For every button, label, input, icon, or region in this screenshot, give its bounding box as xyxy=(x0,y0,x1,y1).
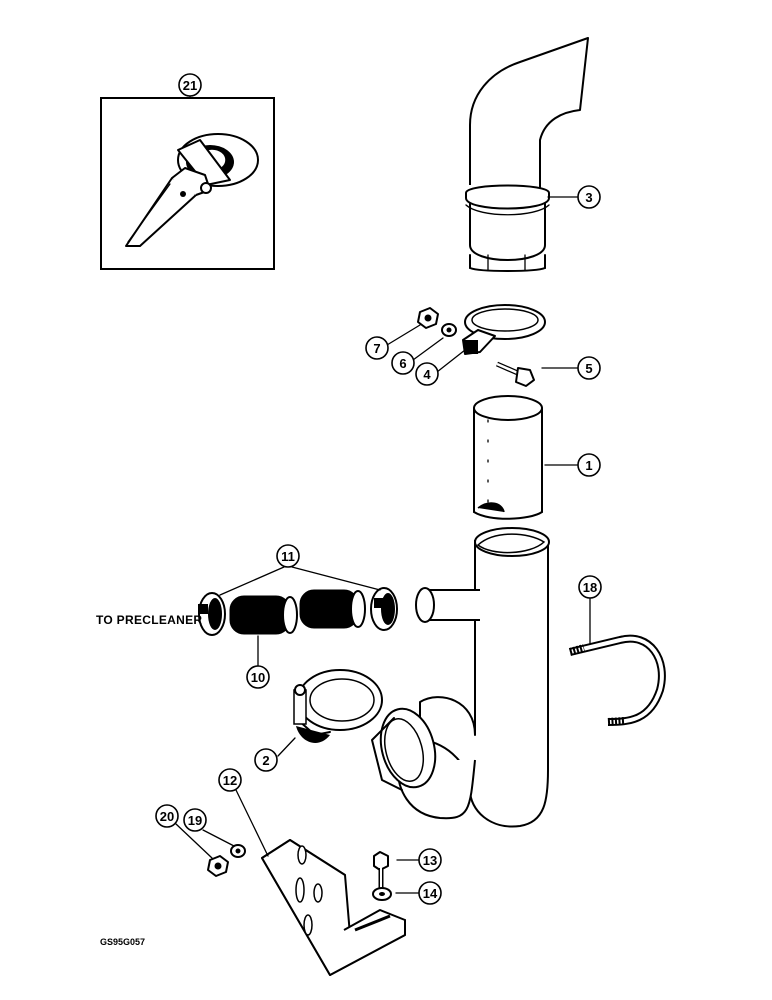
band-clamp-4 xyxy=(462,304,546,355)
washer-14 xyxy=(372,887,392,901)
callout-5-text: 5 xyxy=(585,361,592,376)
callout-11: 11 xyxy=(276,544,300,568)
callout-18-text: 18 xyxy=(583,580,597,595)
callout-1: 1 xyxy=(577,453,601,477)
callout-19-text: 19 xyxy=(188,813,202,828)
callout-20-text: 20 xyxy=(160,809,174,824)
callout-10: 10 xyxy=(246,665,270,689)
callout-12: 12 xyxy=(218,768,242,792)
hose-clamp-11-right xyxy=(370,587,398,631)
drawing-code: GS95G057 xyxy=(100,937,145,947)
callout-13-text: 13 xyxy=(423,853,437,868)
inset-detail-21 xyxy=(100,95,275,270)
u-bolt-18 xyxy=(568,634,666,726)
callout-3: 3 xyxy=(577,185,601,209)
bolt-5 xyxy=(496,361,535,387)
exhaust-pipe-1 xyxy=(473,395,543,520)
t-bolt-clamp-2 xyxy=(293,669,383,743)
to-precleaner-label: TO PRECLEANER xyxy=(96,613,202,627)
leader-lines xyxy=(175,196,591,894)
callout-6: 6 xyxy=(391,351,415,375)
callout-13: 13 xyxy=(418,848,442,872)
washer-6 xyxy=(441,323,457,337)
callout-5: 5 xyxy=(577,356,601,380)
callout-21: 21 xyxy=(178,73,202,97)
bolt-13 xyxy=(373,851,389,888)
callout-12-text: 12 xyxy=(223,773,237,788)
callout-7: 7 xyxy=(365,336,389,360)
hose-clamp-11-left xyxy=(198,592,226,636)
callout-6-text: 6 xyxy=(399,356,406,371)
callout-18: 18 xyxy=(578,575,602,599)
callout-4: 4 xyxy=(415,362,439,386)
callout-19: 19 xyxy=(183,808,207,832)
hose-10-left xyxy=(229,595,298,635)
callout-14-text: 14 xyxy=(423,886,438,901)
callout-20: 20 xyxy=(155,804,179,828)
callout-21-text: 21 xyxy=(183,78,197,93)
air-intake-elbow xyxy=(371,527,550,828)
callout-4-text: 4 xyxy=(423,367,431,382)
callout-7-text: 7 xyxy=(373,341,380,356)
nut-20 xyxy=(207,855,229,877)
callout-3-text: 3 xyxy=(585,190,592,205)
exhaust-elbow-3 xyxy=(465,37,589,272)
washer-19 xyxy=(230,844,246,858)
callout-1-text: 1 xyxy=(585,458,592,473)
callout-2-text: 2 xyxy=(262,753,269,768)
mounting-bracket-12 xyxy=(261,839,406,976)
callout-10-text: 10 xyxy=(251,670,265,685)
hose-10-right xyxy=(299,589,366,629)
nut-7 xyxy=(417,307,439,329)
callout-2: 2 xyxy=(254,748,278,772)
callout-14: 14 xyxy=(418,881,442,905)
callout-11-text: 11 xyxy=(281,549,295,564)
